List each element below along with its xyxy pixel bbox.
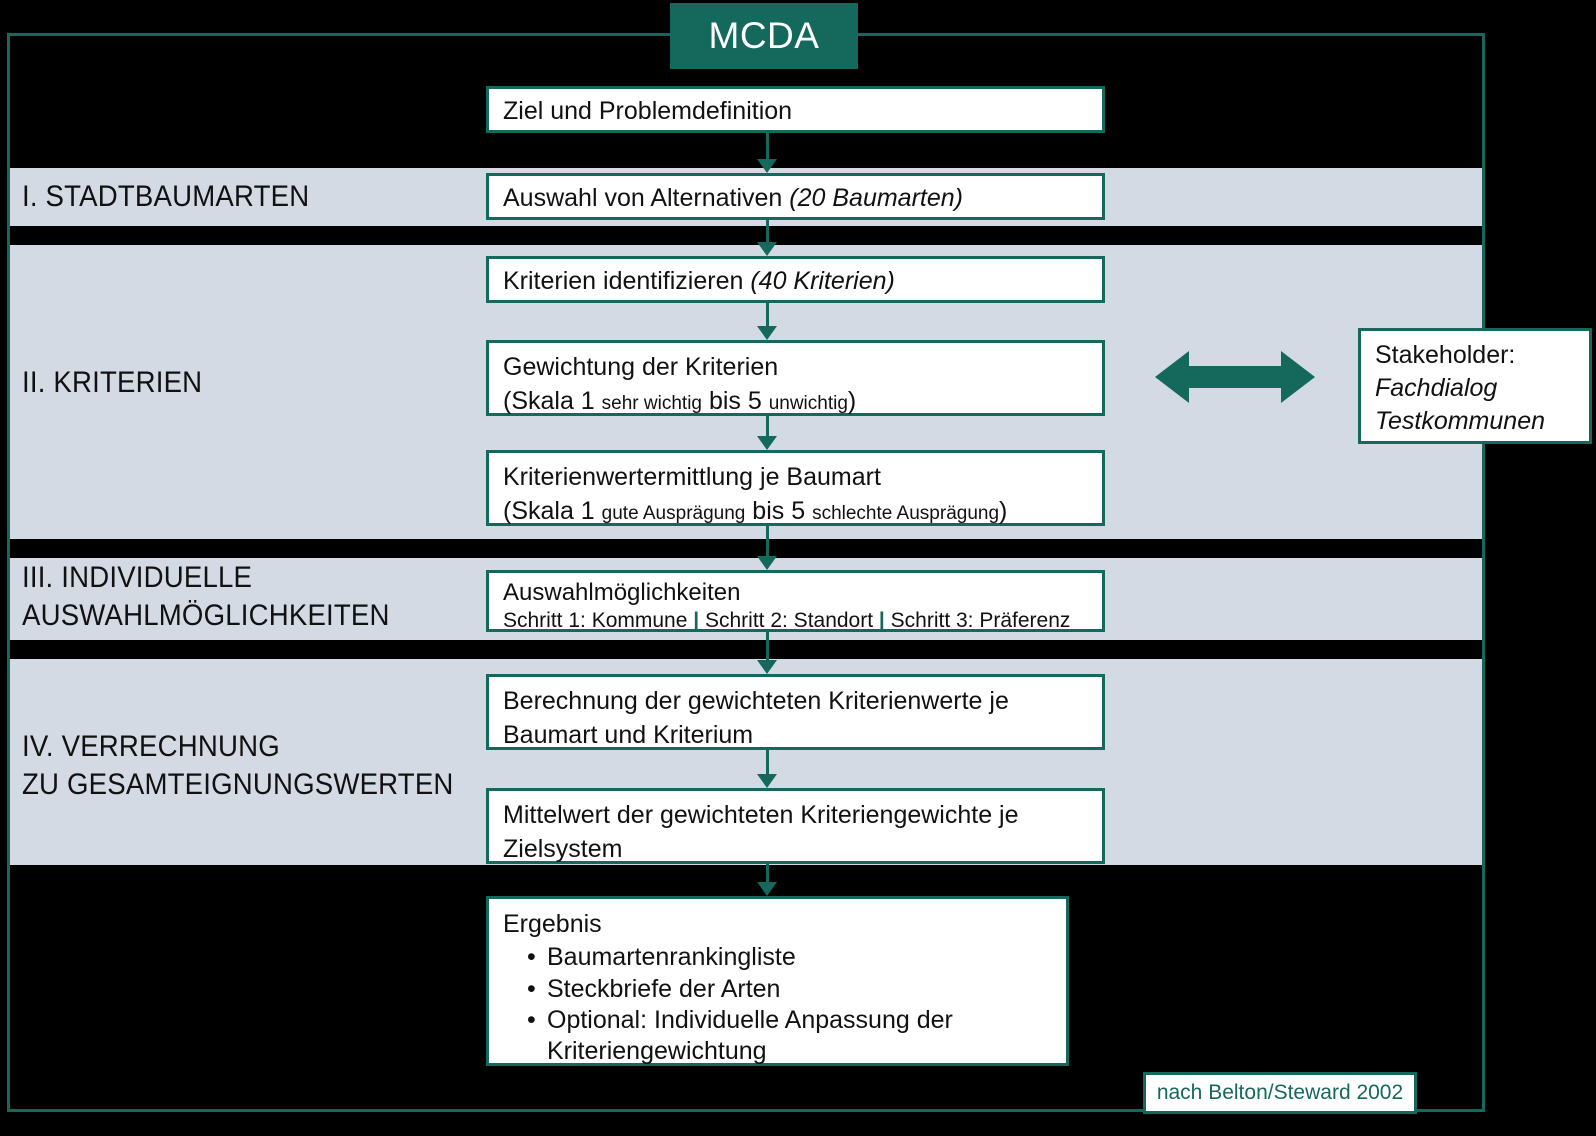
box-kriterienwert-title: Kriterienwertermittlung je Baumart xyxy=(503,463,881,491)
arrow-alternativen-to-kriterien xyxy=(757,220,777,256)
diagram-title-label: MCDA xyxy=(708,15,820,56)
arrow-ziel-to-alternativen xyxy=(757,133,777,173)
box-gewichtung-scale-mid: bis 5 xyxy=(702,387,769,415)
box-berechnung-line-1: Berechnung der gewichteten Kriterienwert… xyxy=(503,687,1009,715)
box-gewichtung-scale-close: ) xyxy=(847,387,857,415)
section-label-verrechnung: IV. VERRECHNUNG ZU GESAMTEIGNUNGSWERTEN xyxy=(22,730,454,801)
box-kriterienwertermittlung[interactable]: Kriterienwertermittlung je Baumart (Skal… xyxy=(486,450,1105,526)
arrow-auswahl-to-berechnung xyxy=(757,632,777,674)
arrow-kriterien-to-gewichtung xyxy=(757,303,777,340)
box-auswahl-step-3: Schritt 3: Präferenz xyxy=(890,609,1071,632)
box-gewichtung-scale-low: sehr wichtig xyxy=(601,393,702,414)
box-kriterienwert-scale-high: schlechte Ausprägung xyxy=(812,503,1000,524)
section-label-stadtbaumarten: I. STADTBAUMARTEN xyxy=(22,180,310,213)
box-berechnung-kriterienwerte[interactable]: Berechnung der gewichteten Kriterienwert… xyxy=(486,674,1105,750)
box-auswahl-separator-1: | xyxy=(693,609,700,632)
box-kriterien-id-count: (40 Kriterien) xyxy=(750,267,895,295)
section-label-individuelle: III. INDIVIDUELLE AUSWAHLMÖGLICHKEITEN xyxy=(22,561,390,632)
stakeholder-double-arrow-icon xyxy=(1155,345,1315,409)
box-auswahl-step-2: Schritt 2: Standort xyxy=(704,609,874,632)
box-mittelwert-line-2: Zielsystem xyxy=(503,835,623,863)
box-auswahl-alternativen[interactable]: Auswahl von Alternativen (20 Baumarten) xyxy=(486,173,1105,220)
arrow-gewichtung-to-kriterienwert xyxy=(757,416,777,450)
box-kriterienwert-scale-low: gute Ausprägung xyxy=(601,503,746,524)
box-ziel-text: Ziel und Problemdefinition xyxy=(503,97,793,125)
box-alternativen-text: Auswahl von Alternativen xyxy=(503,184,790,212)
box-ergebnis-list: Baumartenrankingliste Steckbriefe der Ar… xyxy=(503,941,1052,1067)
stakeholder-item-fachdialog: Fachdialog xyxy=(1375,374,1498,402)
stakeholder-item-testkommunen: Testkommunen xyxy=(1375,407,1545,435)
box-auswahl-separator-2: | xyxy=(878,609,885,632)
stakeholder-title: Stakeholder: xyxy=(1375,341,1516,369)
box-berechnung-line-2: Baumart und Kriterium xyxy=(503,721,754,749)
list-item: Baumartenrankingliste xyxy=(527,941,1052,973)
list-item: Optional: Individuelle Anpassung der Kri… xyxy=(527,1005,1052,1067)
list-item: Steckbriefe der Arten xyxy=(527,973,1052,1005)
box-mittelwert-kriteriengewichte[interactable]: Mittelwert der gewichteten Kriteriengewi… xyxy=(486,788,1105,864)
box-kriterien-identifizieren[interactable]: Kriterien identifizieren (40 Kriterien) xyxy=(486,256,1105,303)
box-gewichtung-scale-high: unwichtig xyxy=(768,393,848,414)
box-mittelwert-line-1: Mittelwert der gewichteten Kriteriengewi… xyxy=(503,801,1019,829)
box-auswahl-step-1: Schritt 1: Kommune xyxy=(503,609,688,632)
arrow-berechnung-to-mittelwert xyxy=(757,750,777,788)
box-alternativen-count: (20 Baumarten) xyxy=(789,184,963,212)
arrow-mittelwert-to-ergebnis xyxy=(757,864,777,896)
source-note-label: nach Belton/Steward 2002 xyxy=(1156,1081,1404,1104)
box-kriterien-id-text: Kriterien identifizieren xyxy=(503,267,751,295)
box-ergebnis-title: Ergebnis xyxy=(503,910,602,938)
arrow-kriterienwert-to-auswahl xyxy=(757,526,777,570)
box-gewichtung-kriterien[interactable]: Gewichtung der Kriterien (Skala 1 sehr w… xyxy=(486,340,1105,416)
box-ergebnis[interactable]: Ergebnis Baumartenrankingliste Steckbrie… xyxy=(486,896,1069,1066)
diagram-title-chip: MCDA xyxy=(670,3,858,69)
source-note: nach Belton/Steward 2002 xyxy=(1143,1072,1417,1114)
box-auswahlmoeglichkeiten[interactable]: Auswahlmöglichkeiten Schritt 1: Kommune … xyxy=(486,570,1105,632)
box-gewichtung-scale-open: (Skala 1 xyxy=(503,387,602,415)
box-auswahl-title: Auswahlmöglichkeiten xyxy=(503,579,741,606)
box-stakeholder[interactable]: Stakeholder: Fachdialog Testkommunen xyxy=(1358,328,1592,444)
box-gewichtung-title: Gewichtung der Kriterien xyxy=(503,353,779,381)
box-kriterienwert-scale-mid: bis 5 xyxy=(745,497,813,525)
box-kriterienwert-scale-open: (Skala 1 xyxy=(503,497,602,525)
box-kriterienwert-scale-close: ) xyxy=(999,497,1008,525)
box-ziel-problemdefinition[interactable]: Ziel und Problemdefinition xyxy=(486,86,1105,133)
section-label-kriterien: II. KRITERIEN xyxy=(22,366,203,399)
